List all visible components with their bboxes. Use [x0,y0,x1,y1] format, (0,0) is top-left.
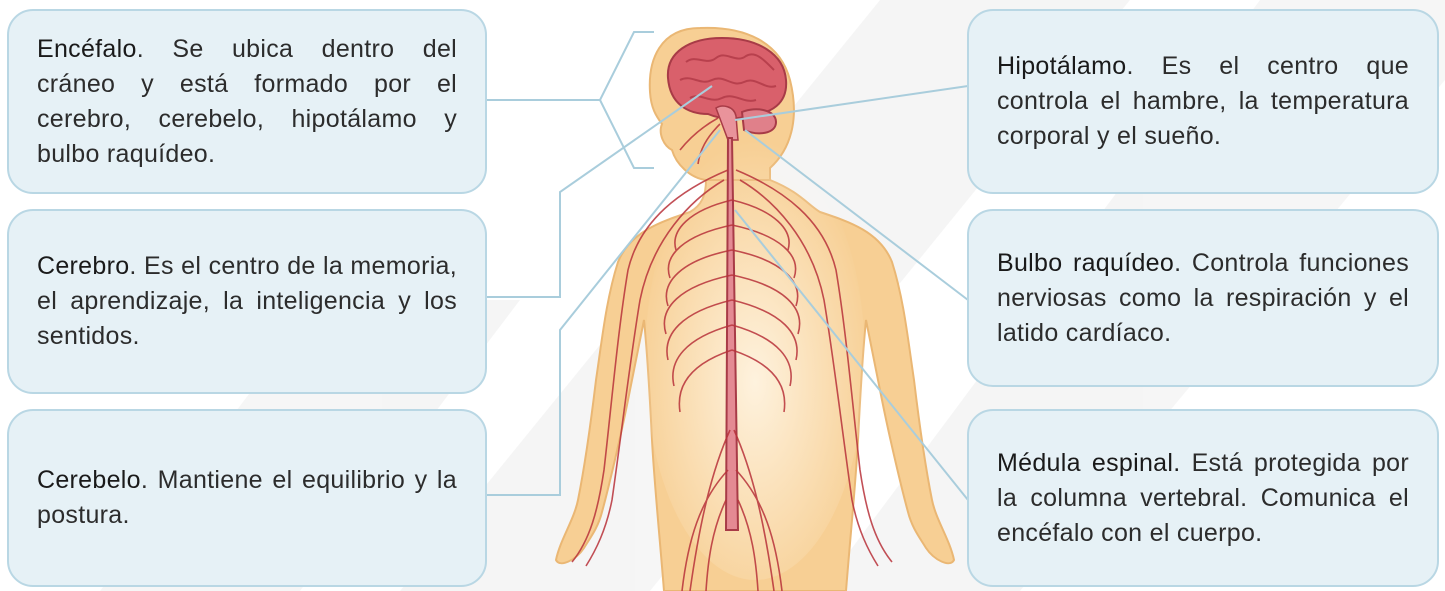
term-hipotalamo: Hipotálamo [997,52,1126,80]
card-medula-espinal: Médula espinal. Está protegida por la co… [967,409,1439,587]
card-bulbo-raquideo: Bulbo raquídeo. Controla funciones nervi… [967,209,1439,387]
term-encefalo: Encéfalo [37,35,137,63]
card-encefalo: Encéfalo. Se ubica dentro del cráneo y e… [7,9,487,194]
card-cerebro: Cerebro. Es el centro de la memoria, el … [7,209,487,394]
term-medula-espinal: Médula espinal. [997,449,1180,477]
card-hipotalamo: Hipotálamo. Es el centro que controla el… [967,9,1439,194]
term-cerebelo: Cerebelo [37,466,141,494]
term-cerebro: Cerebro [37,252,129,280]
term-bulbo-raquideo: Bulbo raquídeo [997,249,1174,277]
card-cerebelo: Cerebelo. Mantiene el equilibrio y la po… [7,409,487,587]
